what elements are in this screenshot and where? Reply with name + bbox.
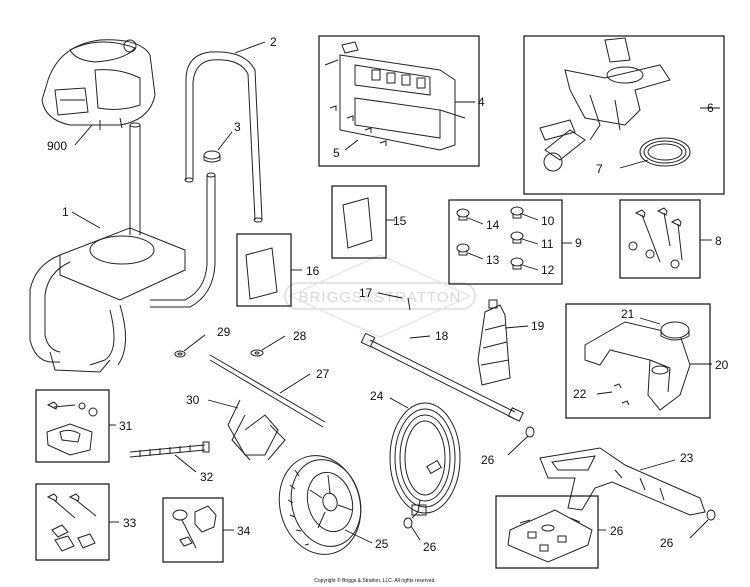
callout-900: 900 [47, 139, 67, 153]
callout-19: 19 [531, 319, 545, 333]
knobs-box [448, 199, 563, 285]
callout-9: 9 [575, 236, 582, 250]
o-ring-c-part[interactable] [706, 509, 716, 521]
eyebolt-kit-part[interactable] [172, 505, 217, 549]
callout-18: 18 [435, 329, 449, 343]
callout-15: 15 [393, 214, 407, 228]
strap-part[interactable] [129, 441, 210, 458]
wheel-part[interactable] [268, 446, 371, 563]
pin-part[interactable] [407, 297, 411, 311]
spray-gun-part[interactable] [539, 447, 706, 516]
copyright-text: Copyright © Briggs & Stratton, LLC. All … [314, 577, 436, 584]
callout-24: 24 [370, 389, 384, 403]
callout-34: 34 [237, 524, 251, 538]
frame-part[interactable] [29, 122, 186, 373]
callout-26-b: 26 [423, 540, 437, 554]
axle-part[interactable] [209, 354, 326, 428]
callout-10: 10 [541, 214, 555, 228]
eyebolt-kit-box [162, 497, 224, 563]
lance-part[interactable] [360, 332, 524, 422]
panel-box [318, 35, 480, 167]
callout-25: 25 [375, 537, 389, 551]
callout-23: 23 [680, 451, 694, 465]
bracket-box [565, 303, 711, 419]
callout-26-a: 26 [481, 453, 495, 467]
callout-26-c: 26 [660, 536, 674, 550]
callout-4: 4 [478, 95, 485, 109]
callout-5: 5 [333, 146, 340, 160]
hose-part[interactable] [389, 402, 461, 519]
nozzle-kit-part[interactable] [507, 509, 593, 563]
callout-3: 3 [234, 120, 241, 134]
hook-kit-box [35, 389, 110, 463]
bolts-part[interactable] [628, 207, 683, 269]
nozzle-boot-part[interactable] [477, 299, 511, 386]
callout-33: 33 [123, 516, 137, 530]
o-ring-b-part[interactable] [403, 517, 413, 529]
callout-22: 22 [573, 387, 587, 401]
callout-7: 7 [596, 162, 603, 176]
callout-12: 12 [541, 263, 555, 277]
pump-box [523, 35, 725, 195]
cap-part[interactable] [203, 150, 221, 163]
knobs-part[interactable] [456, 206, 524, 270]
callout-8: 8 [715, 234, 722, 248]
decal-16-part[interactable] [245, 247, 278, 300]
callout-30: 30 [186, 393, 200, 407]
watermark-text: BRIGGS&STRATTON [299, 289, 462, 306]
callout-31: 31 [119, 419, 133, 433]
nozzle-kit-box [495, 495, 599, 569]
control-panel-part[interactable] [324, 41, 466, 151]
callout-32: 32 [200, 470, 214, 484]
callout-14: 14 [486, 218, 500, 232]
engine-part[interactable] [41, 39, 156, 130]
bolt-kit-part[interactable] [46, 493, 97, 552]
nozzle-holder-part[interactable] [227, 399, 286, 461]
callout-29: 29 [217, 325, 231, 339]
callout-1: 1 [62, 205, 69, 219]
callout-13: 13 [486, 253, 500, 267]
callout-16: 16 [306, 264, 320, 278]
bolts-box [619, 199, 701, 279]
handle-part[interactable] [150, 51, 263, 308]
watermark: BRIGGS&STRATTON [284, 254, 476, 338]
decal-15-box [331, 185, 387, 259]
callout-11: 11 [541, 237, 554, 251]
bracket-screws-part[interactable] [613, 383, 630, 406]
pump-part[interactable] [539, 37, 671, 172]
callout-28: 28 [293, 329, 307, 343]
callout-17: 17 [359, 286, 373, 300]
washer-28-part[interactable] [250, 349, 264, 357]
callout-20: 20 [715, 358, 729, 372]
callout-6: 6 [707, 101, 714, 115]
callout-27: 27 [316, 367, 330, 381]
hose-coil-part[interactable] [639, 137, 691, 167]
decal-15-part[interactable] [342, 197, 373, 249]
callout-2: 2 [270, 35, 277, 49]
washer-29-part[interactable] [174, 350, 186, 358]
callout-21: 21 [621, 307, 635, 321]
screws-part[interactable] [329, 105, 387, 146]
o-ring-a-part[interactable] [525, 426, 535, 438]
callout-26-d: 26 [610, 524, 624, 538]
fuel-cap-part[interactable] [660, 321, 690, 341]
hook-kit-part[interactable] [46, 401, 98, 456]
